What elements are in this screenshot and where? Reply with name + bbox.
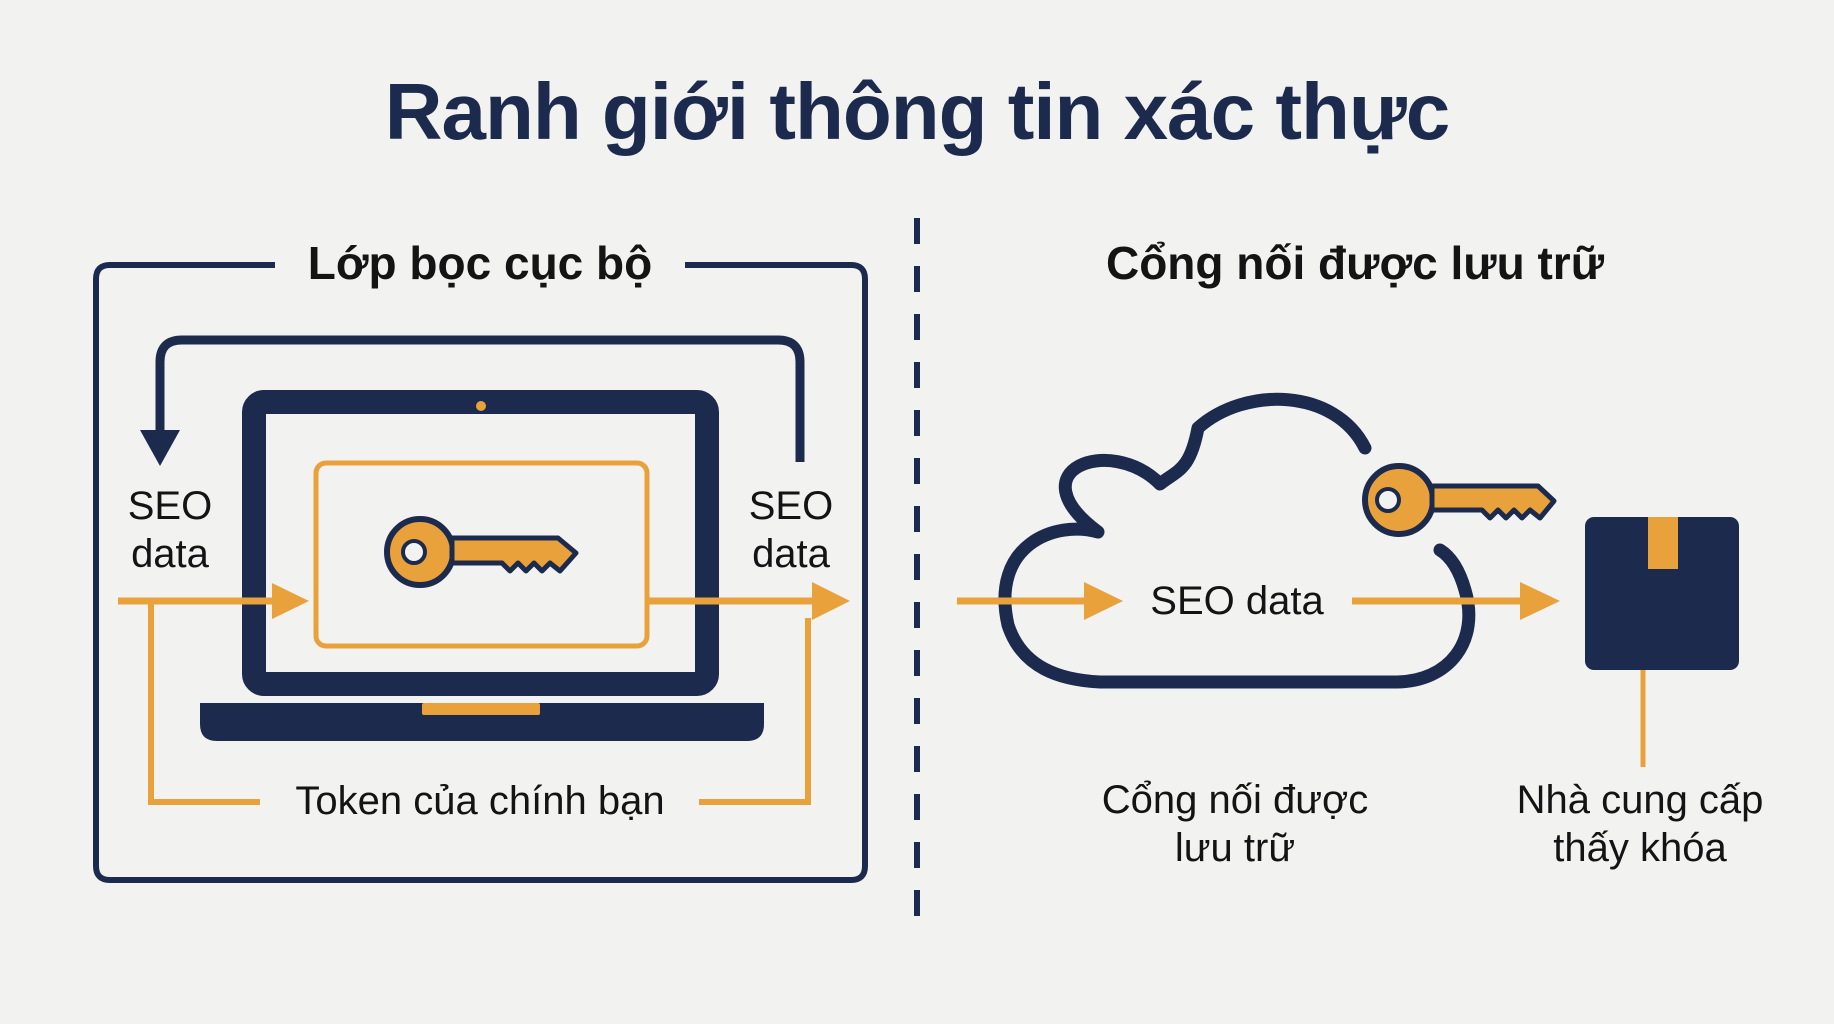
token-bracket [148,601,811,805]
loop-arrow-icon [140,335,805,466]
exposed-key-icon [1362,463,1557,537]
output-data-label: SEO data [731,482,851,578]
input-data-label-line1: SEO [127,484,213,528]
input-data-label-line2: data [131,532,209,576]
provider-caption-line1: Nhà cung cấp [1516,778,1764,822]
laptop-icon [200,390,764,741]
local-wrapper-frame [93,262,868,883]
gateway-caption-line1: Cổng nối được [1101,778,1369,822]
cloud-flow-label: SEO data [1150,579,1324,623]
key-icon [384,516,579,588]
provider-caption: Nhà cung cấp thấy khóa [1490,776,1790,872]
token-label: Token của chính bạn [295,779,665,823]
gateway-input-arrow [957,582,1123,620]
package-icon [1585,517,1739,670]
output-data-label-line2: data [752,532,830,576]
gateway-caption-line2: lưu trữ [1174,826,1296,870]
output-arrow [647,582,850,620]
provider-caption-line2: thấy khóa [1553,826,1727,870]
input-arrow [118,583,309,619]
input-data-label: SEO data [110,482,230,578]
secure-container [313,460,650,649]
hosted-gateway-heading: Cổng nối được lưu trữ [1105,237,1605,289]
local-wrapper-heading: Lớp bọc cục bộ [307,237,653,289]
gateway-output-arrow [1352,582,1560,620]
page-title: Ranh giới thông tin xác thực [384,67,1451,156]
gateway-caption: Cổng nối được lưu trữ [1070,776,1400,872]
cloud-icon [998,392,1476,689]
output-data-label-line1: SEO [748,484,834,528]
